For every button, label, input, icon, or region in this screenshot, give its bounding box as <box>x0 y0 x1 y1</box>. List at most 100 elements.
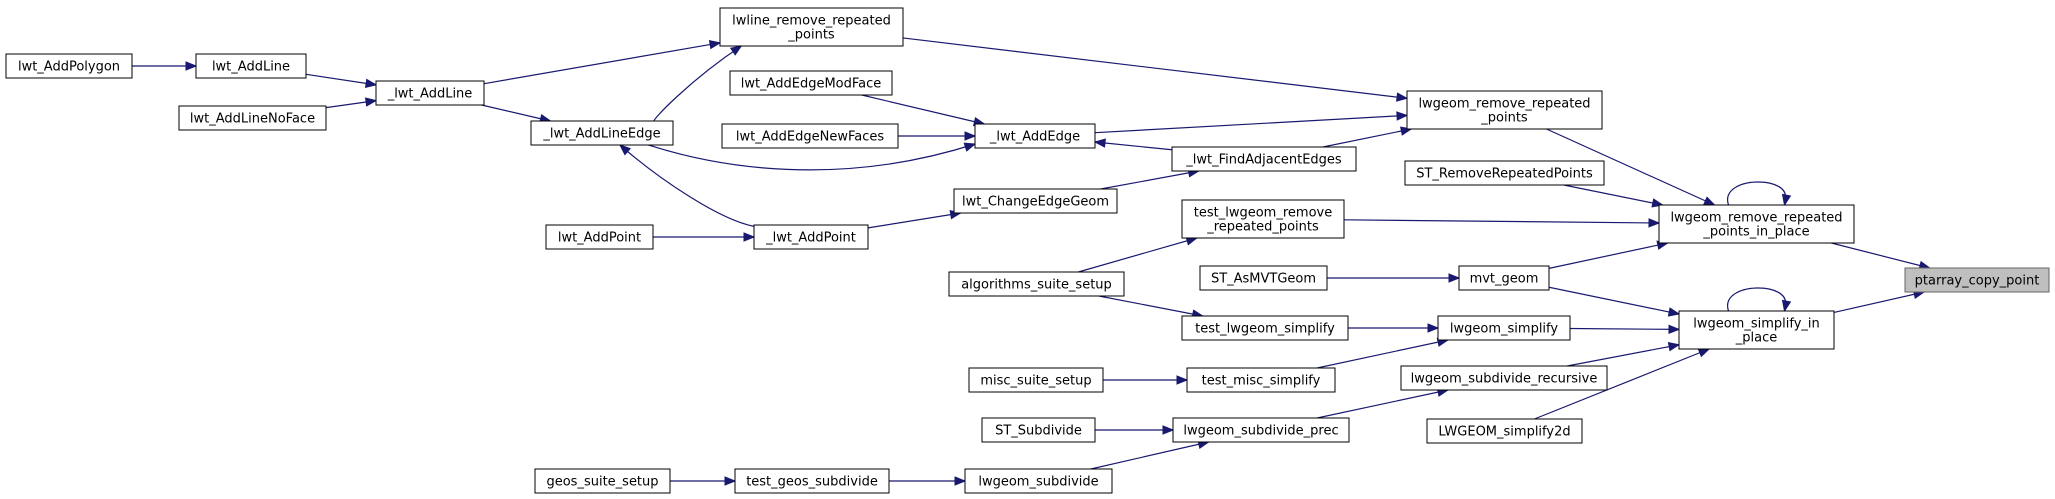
function-node-test-geos-subdivide[interactable]: test_geos_subdivide <box>734 468 890 494</box>
node-box <box>545 224 654 250</box>
function-node-lwt-changeedgegeom[interactable]: lwt_ChangeEdgeGeom <box>953 188 1118 214</box>
function-node-lwt-addpoint[interactable]: _lwt_AddPoint <box>753 224 869 250</box>
call-edge <box>1727 181 1792 207</box>
call-edge-line <box>1567 344 1680 367</box>
node-box <box>721 123 899 149</box>
node-label: lwgeom_subdivide_prec <box>1183 424 1338 439</box>
node-label: lwt_AddLineNoFace <box>190 112 315 127</box>
function-node-lwline-remove-repeated-points[interactable]: lwline_remove_repeated_points <box>719 7 904 47</box>
call-edge <box>1316 387 1450 419</box>
node-label: _lwt_AddEdge <box>989 130 1080 145</box>
call-edge <box>325 97 378 109</box>
call-edge-line <box>305 73 377 86</box>
node-box <box>974 123 1096 149</box>
call-edge <box>1100 168 1201 190</box>
function-node-st-asmvtgeom[interactable]: ST_AsMVTGeom <box>1199 265 1328 291</box>
call-edge <box>1093 138 1173 151</box>
function-node-test-lwgeom-remove-repeated-points[interactable]: test_lwgeom_remove_repeated_points <box>1181 199 1345 239</box>
arrow-head <box>1448 273 1461 283</box>
call-edge-line <box>867 212 961 229</box>
function-node-lwt-addlinenoface[interactable]: lwt_AddLineNoFace <box>178 105 327 131</box>
arrow-head <box>1396 92 1409 102</box>
node-box <box>1404 160 1605 186</box>
call-edge <box>1548 240 1669 269</box>
node-box <box>5 53 133 79</box>
arrow-head <box>729 45 743 56</box>
call-edge <box>653 232 756 242</box>
call-edge-line <box>1094 114 1408 134</box>
function-node-lwgeom-subdivide-recursive[interactable]: lwgeom_subdivide_recursive <box>1400 365 1608 391</box>
node-box <box>1658 204 1855 244</box>
call-edge <box>1316 337 1450 369</box>
arrow-head <box>1427 323 1440 333</box>
function-node-test-lwgeom-simplify[interactable]: test_lwgeom_simplify <box>1181 315 1349 341</box>
node-label: lwt_AddEdgeModFace <box>741 77 882 92</box>
function-node-lwgeom-remove-repeated-points[interactable]: lwgeom_remove_repeated_points <box>1406 90 1603 130</box>
call-edge-line <box>481 104 551 122</box>
call-edge <box>1546 128 1716 206</box>
node-box <box>964 468 1113 494</box>
arrow-head <box>1668 324 1681 335</box>
node-box <box>1426 418 1583 444</box>
call-edges <box>132 37 1932 486</box>
call-edge-line <box>1563 184 1663 206</box>
function-node-st-subdivide[interactable]: ST_Subdivide <box>981 417 1096 443</box>
node-box <box>729 70 893 96</box>
function-node-lwt-addpolygon[interactable]: lwt_AddPolygon <box>5 53 133 79</box>
arrow-head <box>1396 111 1409 121</box>
function-node-lwgeom-simplify-in-place[interactable]: lwgeom_simplify_in_place <box>1678 310 1835 350</box>
function-node-lwt-addedgenewfaces[interactable]: lwt_AddEdgeNewFaces <box>721 123 899 149</box>
function-node-lwt-addline[interactable]: _lwt_AddLine <box>375 80 485 106</box>
node-label: lwgeom_remove_repeated <box>1418 97 1590 112</box>
call-edge <box>1103 375 1189 385</box>
call-edge-line <box>1100 170 1199 190</box>
call-edge-line <box>1546 128 1715 206</box>
call-edge-line <box>902 37 1408 99</box>
node-label: ST_Subdivide <box>995 424 1082 439</box>
node-box <box>1458 265 1550 291</box>
call-edge <box>1094 111 1409 134</box>
function-node-misc-suite-setup[interactable]: misc_suite_setup <box>968 367 1104 393</box>
node-label: _lwt_AddLine <box>387 87 473 102</box>
call-edge <box>898 131 977 141</box>
arrow-head <box>954 476 967 486</box>
function-node-test-misc-simplify[interactable]: test_misc_simplify <box>1186 367 1336 393</box>
node-box <box>534 468 671 494</box>
node-label: _lwt_FindAdjacentEdges <box>1185 153 1342 168</box>
arrow-head <box>1667 307 1681 317</box>
function-node-ptarray-copy-point[interactable]: ptarray_copy_point <box>1904 267 2050 293</box>
function-node-st-removerepeatedpoints[interactable]: ST_RemoveRepeatedPoints <box>1404 160 1605 186</box>
function-node-lwt-addpoint[interactable]: lwt_AddPoint <box>545 224 654 250</box>
call-edge <box>1322 126 1413 148</box>
function-node-algorithms-suite-setup[interactable]: algorithms_suite_setup <box>948 271 1125 297</box>
function-node-lwgeom-remove-repeated-points-in-place[interactable]: lwgeom_remove_repeated_points_in_place <box>1658 204 1855 244</box>
call-edge <box>618 144 755 227</box>
call-edge-line <box>1569 327 1680 330</box>
call-edge <box>1095 425 1175 435</box>
node-box <box>530 120 674 146</box>
call-edge-line <box>1534 348 1710 420</box>
node-box <box>753 224 869 250</box>
arrow-head <box>1781 299 1792 313</box>
call-edge <box>1727 287 1792 313</box>
function-node-lwt-addline[interactable]: lwt_AddLine <box>195 53 307 79</box>
function-node-lwt-addlineedge[interactable]: _lwt_AddLineEdge <box>530 120 674 146</box>
function-node-geos-suite-setup[interactable]: geos_suite_setup <box>534 468 671 494</box>
node-box <box>734 468 890 494</box>
node-label: test_misc_simplify <box>1202 374 1321 389</box>
function-node-lwt-findadjacentedges[interactable]: _lwt_FindAdjacentEdges <box>1171 146 1357 172</box>
function-node-lwgeom-subdivide[interactable]: lwgeom_subdivide <box>964 468 1113 494</box>
call-edge <box>1327 273 1461 283</box>
function-node-lwt-addedgemodface[interactable]: lwt_AddEdgeModFace <box>729 70 893 96</box>
node-label: _points <box>787 28 835 43</box>
node-box <box>968 367 1104 393</box>
function-node-lwgeom-subdivide-prec[interactable]: lwgeom_subdivide_prec <box>1172 417 1350 443</box>
function-node-lwgeom-simplify[interactable]: lwgeom_simplify <box>1437 315 1571 341</box>
call-edge <box>1831 242 1932 271</box>
function-node-mvt-geom[interactable]: mvt_geom <box>1458 265 1550 291</box>
node-label: test_lwgeom_remove <box>1194 206 1332 221</box>
function-node-lwgeom-simplify2d[interactable]: LWGEOM_simplify2d <box>1426 418 1583 444</box>
call-edge <box>1343 218 1661 228</box>
call-edge <box>867 209 962 229</box>
function-node-lwt-addedge[interactable]: _lwt_AddEdge <box>974 123 1096 149</box>
